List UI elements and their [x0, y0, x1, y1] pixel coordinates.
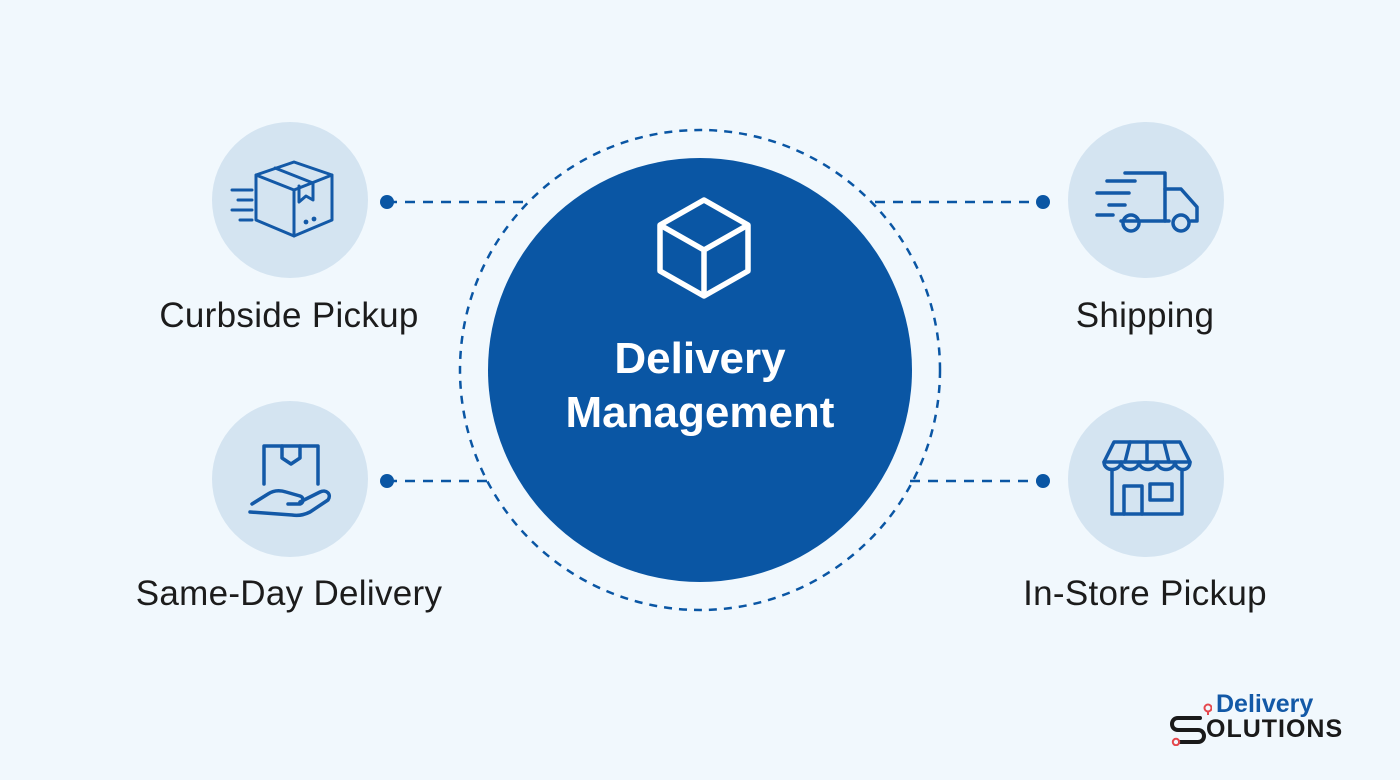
node-label-shipping: Shipping	[1075, 296, 1215, 335]
connector-dot-shipping	[1036, 195, 1050, 209]
hand-holding-package-icon	[248, 444, 332, 518]
cube-icon	[657, 197, 751, 299]
node-shipping	[1068, 122, 1224, 278]
center-title-line2: Management	[565, 388, 835, 437]
node-same-day-delivery	[212, 401, 368, 557]
center-node	[488, 158, 912, 582]
outer-dashed-ring	[458, 128, 942, 612]
connector-dot-in-store	[1036, 474, 1050, 488]
delivery-truck-icon	[1095, 171, 1199, 233]
delivery-solutions-logo-icon	[1170, 703, 1212, 746]
logo-wordmark-top: Delivery	[1216, 690, 1314, 718]
storefront-icon	[1102, 440, 1192, 516]
node-label-same-day: Same-Day Delivery	[135, 574, 443, 613]
center-title-line1: Delivery	[614, 334, 786, 383]
node-in-store-pickup	[1068, 401, 1224, 557]
brand-logo: Delivery OLUTIONS	[1168, 690, 1378, 750]
connector-dot-same-day	[380, 474, 394, 488]
node-label-in-store: In-Store Pickup	[1023, 574, 1267, 613]
center-title: Delivery Management	[488, 332, 912, 440]
moving-box-icon	[230, 160, 334, 238]
connector-dot-curbside	[380, 195, 394, 209]
logo-wordmark-bottom: OLUTIONS	[1206, 715, 1344, 743]
node-label-curbside: Curbside Pickup	[159, 296, 419, 335]
